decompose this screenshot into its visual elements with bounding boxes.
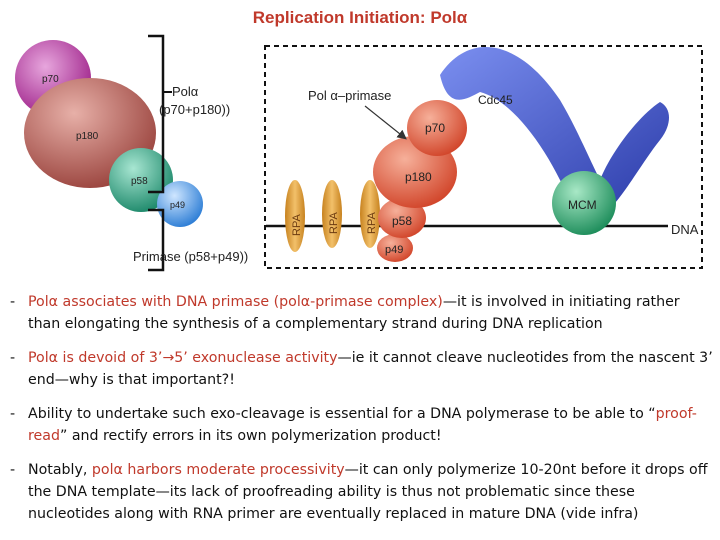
cdc45-subunit	[440, 47, 669, 216]
dna-label: DNA	[671, 222, 699, 237]
mcm-label: MCM	[568, 198, 597, 212]
bullet-item: - Polα associates with DNA primase (polα…	[10, 294, 680, 332]
p49-subunit-left	[157, 181, 203, 227]
primase-bracket	[148, 208, 165, 272]
pola-subunits-label: (p70+p180))	[159, 102, 230, 117]
primase-label: Primase (p58+p49))	[133, 249, 248, 264]
mcm-subunit	[552, 171, 616, 235]
bullet-3-part-2: proof-read	[28, 406, 697, 444]
p49-subunit-right	[377, 234, 413, 262]
bullet-2-part-1: Polα is devoid of 3’→5’ exonuclease acti…	[28, 350, 338, 366]
rpa-1	[285, 180, 305, 252]
p58-label-left: p58	[131, 176, 148, 187]
complex-label: Pol α–primase	[308, 88, 391, 103]
bullet-3-part-1: Ability to undertake such exo-cleavage i…	[28, 406, 656, 422]
bullet-4-part-3: —it can only polymerize 10-20nt before i…	[28, 462, 708, 522]
bullet-2-part-2: —ie it cannot cleave nucleotides from th…	[28, 350, 713, 388]
rpa-2-label: RPA	[328, 212, 340, 234]
cdc45-label: Cdc45	[478, 93, 513, 107]
bullet-item: - Ability to undertake such exo-cleavage…	[10, 406, 697, 444]
p180-label-right: p180	[405, 170, 432, 184]
bullet-4-part-1: Notably,	[28, 462, 92, 478]
polymerase-diagram: p70 p180 p58 p49 Polα (p70+p180)) Primas…	[15, 34, 703, 272]
rpa-3	[360, 180, 380, 248]
p49-label-left: p49	[170, 200, 185, 210]
bullet-1-part-1: Polα associates with DNA primase (polα-p…	[28, 294, 443, 310]
p70-label-left: p70	[42, 74, 59, 85]
rpa-3-label: RPA	[366, 212, 378, 234]
p180-label-left: p180	[76, 131, 99, 142]
bullet-item: - Notably, polα harbors moderate process…	[10, 462, 708, 522]
p58-subunit-left	[109, 148, 173, 212]
bullet-list: - Polα associates with DNA primase (polα…	[8, 291, 714, 537]
p70-subunit-right	[407, 100, 467, 156]
complex-arrow	[364, 105, 407, 140]
pola-bracket	[148, 34, 165, 194]
p70-label-right: p70	[425, 121, 445, 135]
pola-label: Polα	[172, 84, 199, 99]
p58-label-right: p58	[392, 214, 412, 228]
p49-label-right: p49	[385, 244, 403, 256]
bullet-4-part-2: polα harbors moderate processivity	[91, 462, 345, 478]
complex-dashed-box	[264, 45, 703, 269]
bullet-item: - Polα is devoid of 3’→5’ exonuclease ac…	[10, 350, 713, 388]
slide-title: Replication Initiation: Polα	[252, 8, 468, 27]
rpa-1-label: RPA	[291, 214, 303, 236]
p58-subunit-right	[378, 198, 426, 238]
rpa-2	[322, 180, 342, 248]
bullet-1-part-2: —it is involved in initiating rather tha…	[28, 294, 680, 332]
bullet-3-part-3: ” and rectify errors in its own polymeri…	[59, 428, 442, 444]
